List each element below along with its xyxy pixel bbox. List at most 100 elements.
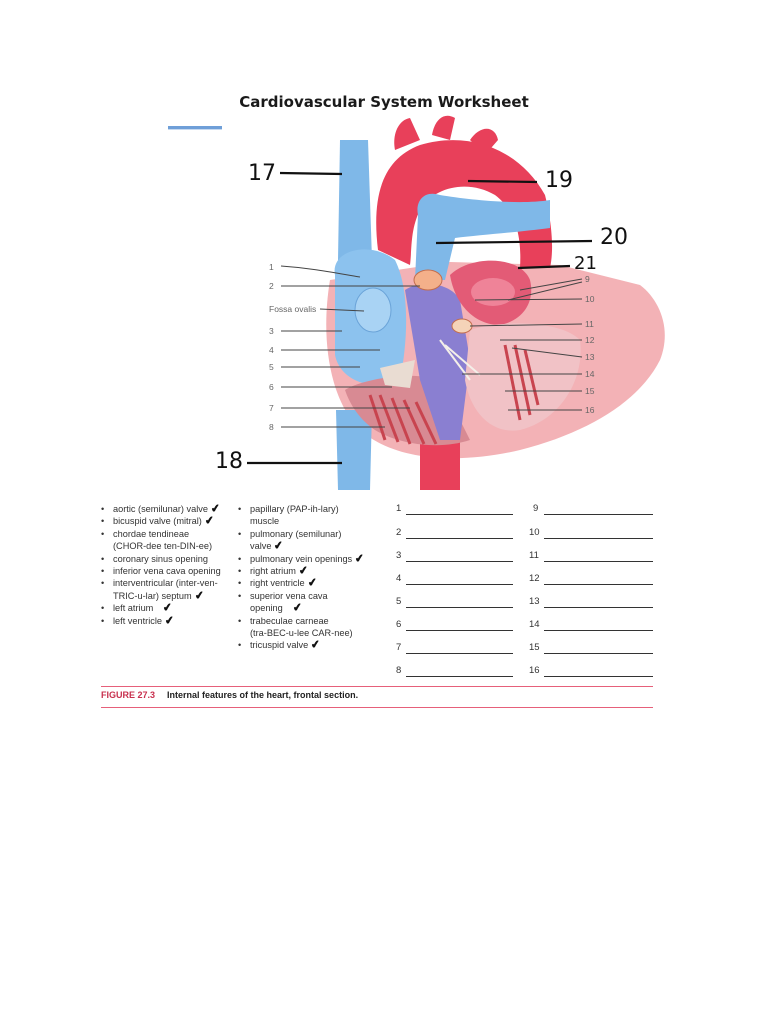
term-item: •right atrium✔ [238,564,309,578]
answer-blank[interactable] [406,607,513,608]
term-text: left ventricle [113,615,163,626]
answer-number: 6 [396,619,402,630]
figure-number: FIGURE 27.3 [101,690,156,700]
handwritten-label-19: 19 [545,168,573,193]
handwritten-label-17: 17 [248,161,276,186]
answer-blank[interactable] [544,561,653,562]
checkmark-icon: ✔ [204,514,215,528]
answer-blank[interactable] [544,676,653,677]
aorta-branch-3 [470,128,498,155]
checkmark-icon: ✔ [273,539,285,553]
term-text: bicuspid valve (mitral) [113,516,202,527]
term-text: papillary (PAP-ih-lary) [250,504,339,514]
checkmark-icon: ✔ [193,589,205,603]
answer-blank[interactable] [406,584,513,585]
term-list-column-1: •aortic (semilunar) valve✔ •bicuspid val… [101,502,221,628]
answer-blank[interactable] [544,514,653,515]
caption-text: Internal features of the heart, frontal … [167,690,359,700]
term-item: •inferior vena cava opening [101,566,221,577]
label-6: 6 [269,382,274,392]
checkmark-icon: ✔ [164,614,176,628]
label-16: 16 [585,405,595,415]
term-text: right atrium [250,566,296,577]
term-continuation: opening✔ [250,601,303,615]
term-continuation: (tra-BEC-u-lee CAR-nee) [250,628,353,639]
answer-number: 11 [529,550,539,561]
label-8: 8 [269,422,274,432]
pulmonary-trunk [415,193,550,280]
answer-number: 1 [396,503,402,514]
term-continuation: (CHOR-dee ten-DIN-ee) [113,541,213,552]
answer-blank[interactable] [544,630,653,631]
label-4: 4 [269,345,274,355]
term-text: chordae tendineae [113,528,190,539]
term-text: left atrium [113,603,154,614]
chordae-tendineae [439,339,481,381]
fossa-ovalis-shape [354,287,392,333]
label-9: 9 [585,274,590,284]
answer-number: 13 [529,596,540,607]
answer-blank[interactable] [544,653,653,654]
answer-number: 16 [529,665,540,676]
page-title: Cardiovascular System Worksheet [239,93,529,111]
superior-vena-cava [338,140,372,260]
term-text: aortic (semilunar) valve [113,504,208,514]
answer-blank[interactable] [544,584,653,585]
term-text: tricuspid valve [250,640,309,651]
bicuspid-valve [451,318,473,334]
checkmark-icon: ✔ [354,552,366,566]
term-item: •coronary sinus opening [101,553,208,564]
answer-blank[interactable] [544,607,653,608]
aorta-branch-1 [394,118,420,150]
checkmark-icon: ✔ [310,638,322,653]
answer-number: 7 [396,642,402,653]
term-item: •bicuspid valve (mitral)✔ [101,514,215,528]
answer-number: 15 [529,642,540,653]
answer-blank[interactable] [544,538,653,539]
term-item: •aortic (semilunar) valve✔ [101,502,221,516]
term-continuation: TRIC-u-lar) septum✔ [113,589,205,603]
handwritten-label-21: 21 [574,253,597,274]
label-fossa-ovalis: Fossa ovalis [269,304,317,314]
checkmark-icon: ✔ [306,576,318,591]
inferior-vena-cava [336,410,372,490]
term-item: •left atrium✔ [101,601,174,615]
leader-lines-right [462,278,583,411]
answer-blank[interactable] [406,514,513,515]
tricuspid-valve [380,360,415,388]
term-text: right ventricle [250,578,305,589]
title-tab-marker [168,126,222,130]
answer-blank[interactable] [406,653,513,654]
aorta [376,140,553,268]
term-text: pulmonary (semilunar) [250,528,342,539]
term-text: pulmonary vein openings [250,553,353,564]
term-text: inferior vena cava opening [113,566,221,577]
heart-diagram [247,115,665,490]
term-item: •tricuspid valve✔ [238,638,322,653]
checkmark-icon: ✔ [291,601,303,615]
answer-blank[interactable] [406,538,513,539]
label-10: 10 [585,294,595,304]
answer-blank[interactable] [406,561,513,562]
label-14: 14 [585,369,595,379]
term-text: trabeculae carneae [250,615,329,626]
figure-caption: FIGURE 27.3 Internal features of the hear… [101,690,358,700]
aortic-valve [413,269,443,291]
descending-aorta [420,440,460,490]
answer-number: 9 [533,503,539,514]
term-item: •interventricular (inter-ven-TRIC-u-lar)… [101,577,221,602]
label-13: 13 [585,352,595,362]
answer-number: 3 [396,550,402,561]
label-7: 7 [269,403,274,413]
caption-rule-bottom [101,707,653,708]
term-text: interventricular (inter-ven- [113,578,218,589]
answer-blank[interactable] [406,630,513,631]
answer-number: 8 [396,665,402,676]
aorta-branch-2 [432,115,455,140]
term-item: •pulmonary (semilunar)valve✔ [238,528,364,553]
term-item: •left ventricle✔ [101,614,176,628]
handwritten-label-20: 20 [600,225,628,250]
answer-blank[interactable] [406,676,513,677]
label-11: 11 [585,319,594,329]
